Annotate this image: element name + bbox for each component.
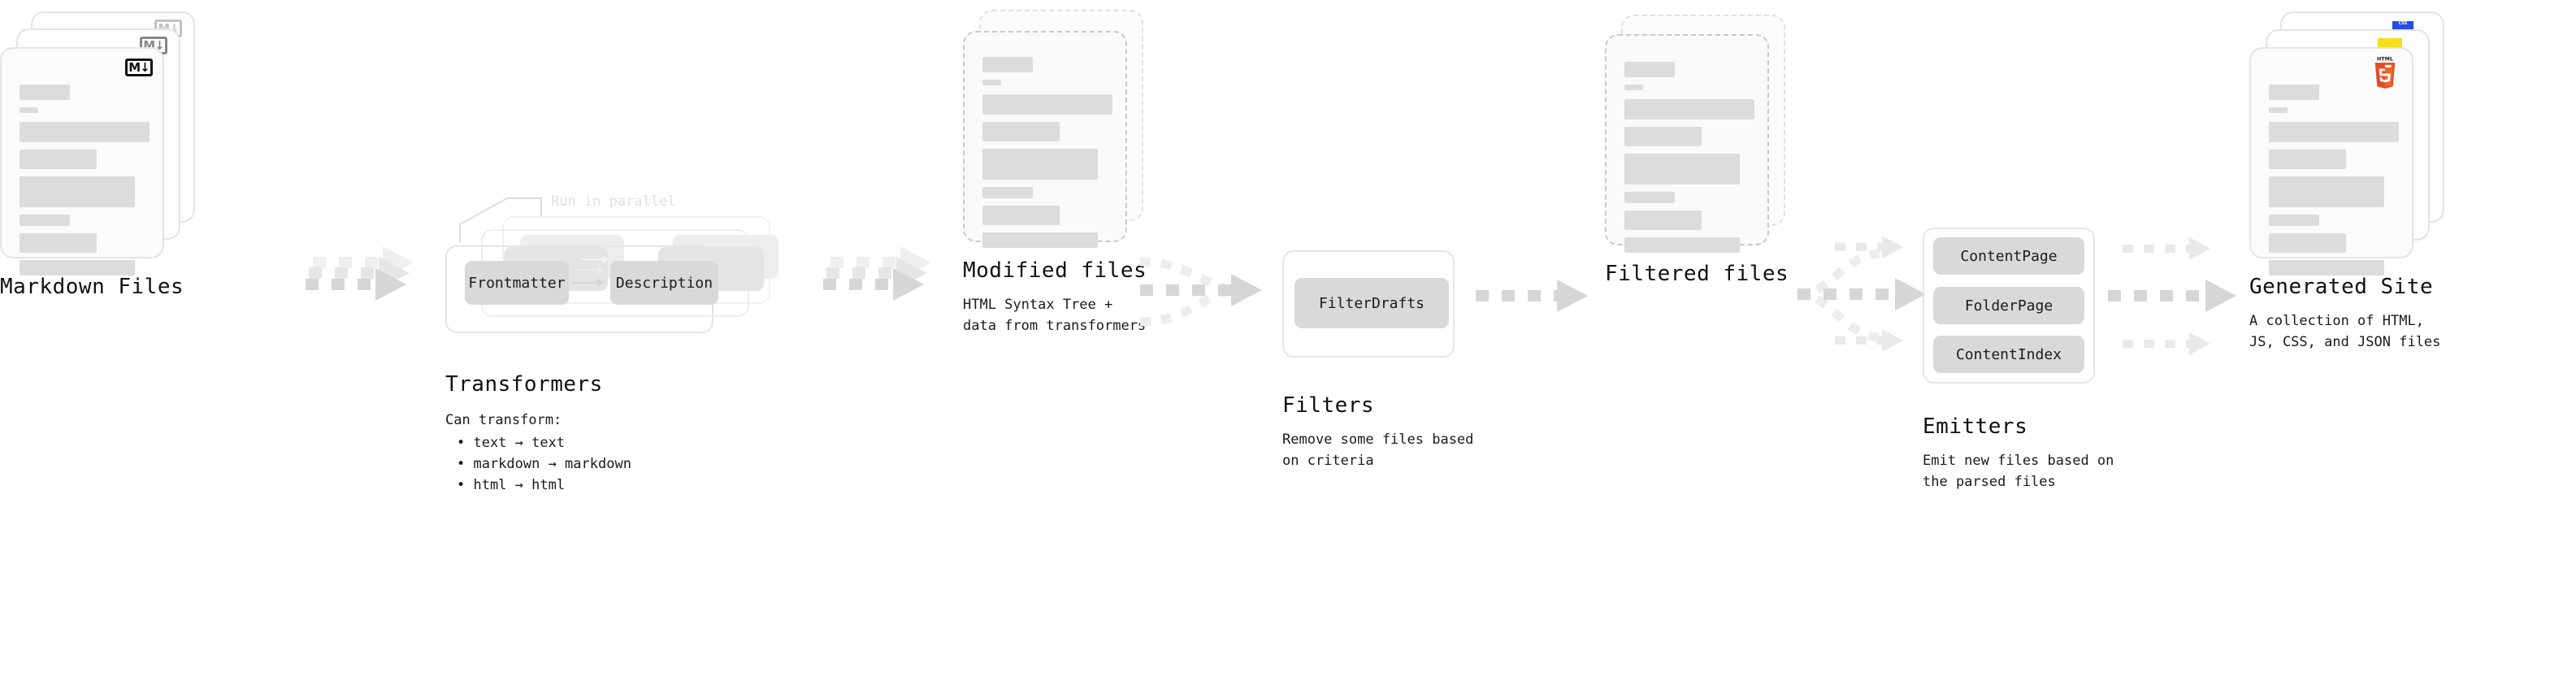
content-bar xyxy=(1624,127,1702,146)
filters-subtitle: Remove some files based on criteria xyxy=(1282,432,1474,469)
content-bar xyxy=(2269,85,2319,100)
content-bar xyxy=(1624,210,1702,230)
inner-arrow-frontmatter-to-description xyxy=(571,279,605,287)
flow-arrow-filtered-to-emitters-diverge xyxy=(1796,249,1880,343)
markdown-file-card-front: M↓ xyxy=(0,47,164,275)
modified-files-subtitle: HTML Syntax Tree + data from transformer… xyxy=(963,297,1147,334)
flow-arrow-markdown-to-transformers xyxy=(306,268,407,301)
filter-chip-filterdrafts[interactable]: FilterDrafts xyxy=(1295,278,1449,328)
content-bar xyxy=(1624,99,1754,119)
modified-file-card-front xyxy=(963,31,1127,248)
content-bar xyxy=(1624,192,1675,203)
content-bar xyxy=(20,122,150,142)
content-bar xyxy=(2269,122,2399,142)
content-bar xyxy=(2269,215,2319,226)
emitters-group xyxy=(1923,228,2095,384)
generated-site-title: Generated Site xyxy=(2249,275,2434,299)
content-bar xyxy=(1624,154,1740,184)
content-bar xyxy=(20,260,135,275)
content-bar xyxy=(982,187,1033,198)
css-icon: CSS xyxy=(2392,21,2413,29)
flow-arrow-filtered-to-emitters-bottom xyxy=(1835,329,1924,352)
transformers-bullets-lead: Can transform: xyxy=(445,412,562,428)
flow-arrow-emitters-to-site-bottom xyxy=(2123,332,2228,355)
content-bar xyxy=(20,150,97,169)
transformers-bullet: • text → text xyxy=(457,435,566,451)
content-bar xyxy=(982,57,1033,72)
markdown-file-content xyxy=(20,85,150,283)
emitter-chip-contentpage[interactable]: ContentPage xyxy=(1933,237,2084,275)
modified-files-title: Modified files xyxy=(963,258,1147,283)
filtered-files-title: Filtered files xyxy=(1605,262,1789,286)
markdown-files-title: Markdown Files xyxy=(0,275,184,299)
content-bar xyxy=(982,206,1060,225)
content-bar xyxy=(20,215,70,226)
content-bar xyxy=(982,94,1112,115)
run-in-parallel-label: Run in parallel xyxy=(551,193,676,210)
content-bar xyxy=(2269,107,2288,113)
flow-arrow-emitters-to-site-top xyxy=(2123,237,2228,260)
content-bar xyxy=(20,233,97,253)
modified-file-content xyxy=(982,57,1112,255)
content-bar xyxy=(982,232,1098,248)
emitters-subtitle: Emit new files based on the parsed files xyxy=(1923,453,2114,490)
flow-arrow-modified-to-filters xyxy=(1140,274,1262,306)
content-bar xyxy=(1624,237,1740,253)
content-bar xyxy=(2269,233,2346,253)
transformer-chip-description[interactable]: Description xyxy=(610,261,718,305)
filters-title: Filters xyxy=(1282,393,1375,418)
transformers-bullet: • markdown → markdown xyxy=(457,456,631,472)
markdown-icon: M↓ xyxy=(125,59,153,76)
content-bar xyxy=(20,176,135,207)
generated-site-subtitle: A collection of HTML, JS, CSS, and JSON … xyxy=(2249,313,2441,350)
svg-text:HTML: HTML xyxy=(2377,57,2393,63)
transformers-bullets: Can transform: • text → text • markdown … xyxy=(445,410,631,496)
transformers-bullet: • html → html xyxy=(457,477,566,493)
content-bar xyxy=(2269,176,2384,207)
content-bar xyxy=(2269,260,2384,275)
flow-arrow-emitters-to-site-mid xyxy=(2108,280,2238,312)
generated-file-card-front: HTML xyxy=(2249,47,2413,275)
flow-arrow-transformers-to-modified xyxy=(823,268,925,301)
content-bar xyxy=(1624,62,1675,77)
html5-icon: HTML xyxy=(2371,56,2399,89)
content-bar xyxy=(982,80,1001,85)
content-bar xyxy=(1624,85,1643,90)
transformer-chip-frontmatter[interactable]: Frontmatter xyxy=(465,261,569,305)
generated-file-content xyxy=(2269,85,2399,283)
emitters-title: Emitters xyxy=(1923,414,2028,439)
emitter-chip-contentindex[interactable]: ContentIndex xyxy=(1933,336,2084,373)
content-bar xyxy=(2269,150,2346,169)
run-in-parallel-bracket xyxy=(459,197,542,242)
filtered-file-content xyxy=(1624,62,1754,260)
inner-arrow-mid xyxy=(576,266,605,274)
flow-arrow-filtered-to-emitters-top xyxy=(1835,236,1924,258)
emitter-chip-folderpage[interactable]: FolderPage xyxy=(1933,287,2084,324)
filtered-file-card-front xyxy=(1605,34,1769,253)
content-bar xyxy=(982,122,1060,141)
content-bar xyxy=(20,107,38,113)
content-bar xyxy=(20,85,70,100)
content-bar xyxy=(982,149,1098,180)
flow-arrow-filters-to-filtered xyxy=(1476,280,1589,312)
inner-arrow-back xyxy=(581,255,609,263)
flow-arrow-filtered-to-emitters-mid xyxy=(1798,278,1928,310)
transformers-title: Transformers xyxy=(445,372,603,397)
filters-group xyxy=(1282,250,1455,358)
